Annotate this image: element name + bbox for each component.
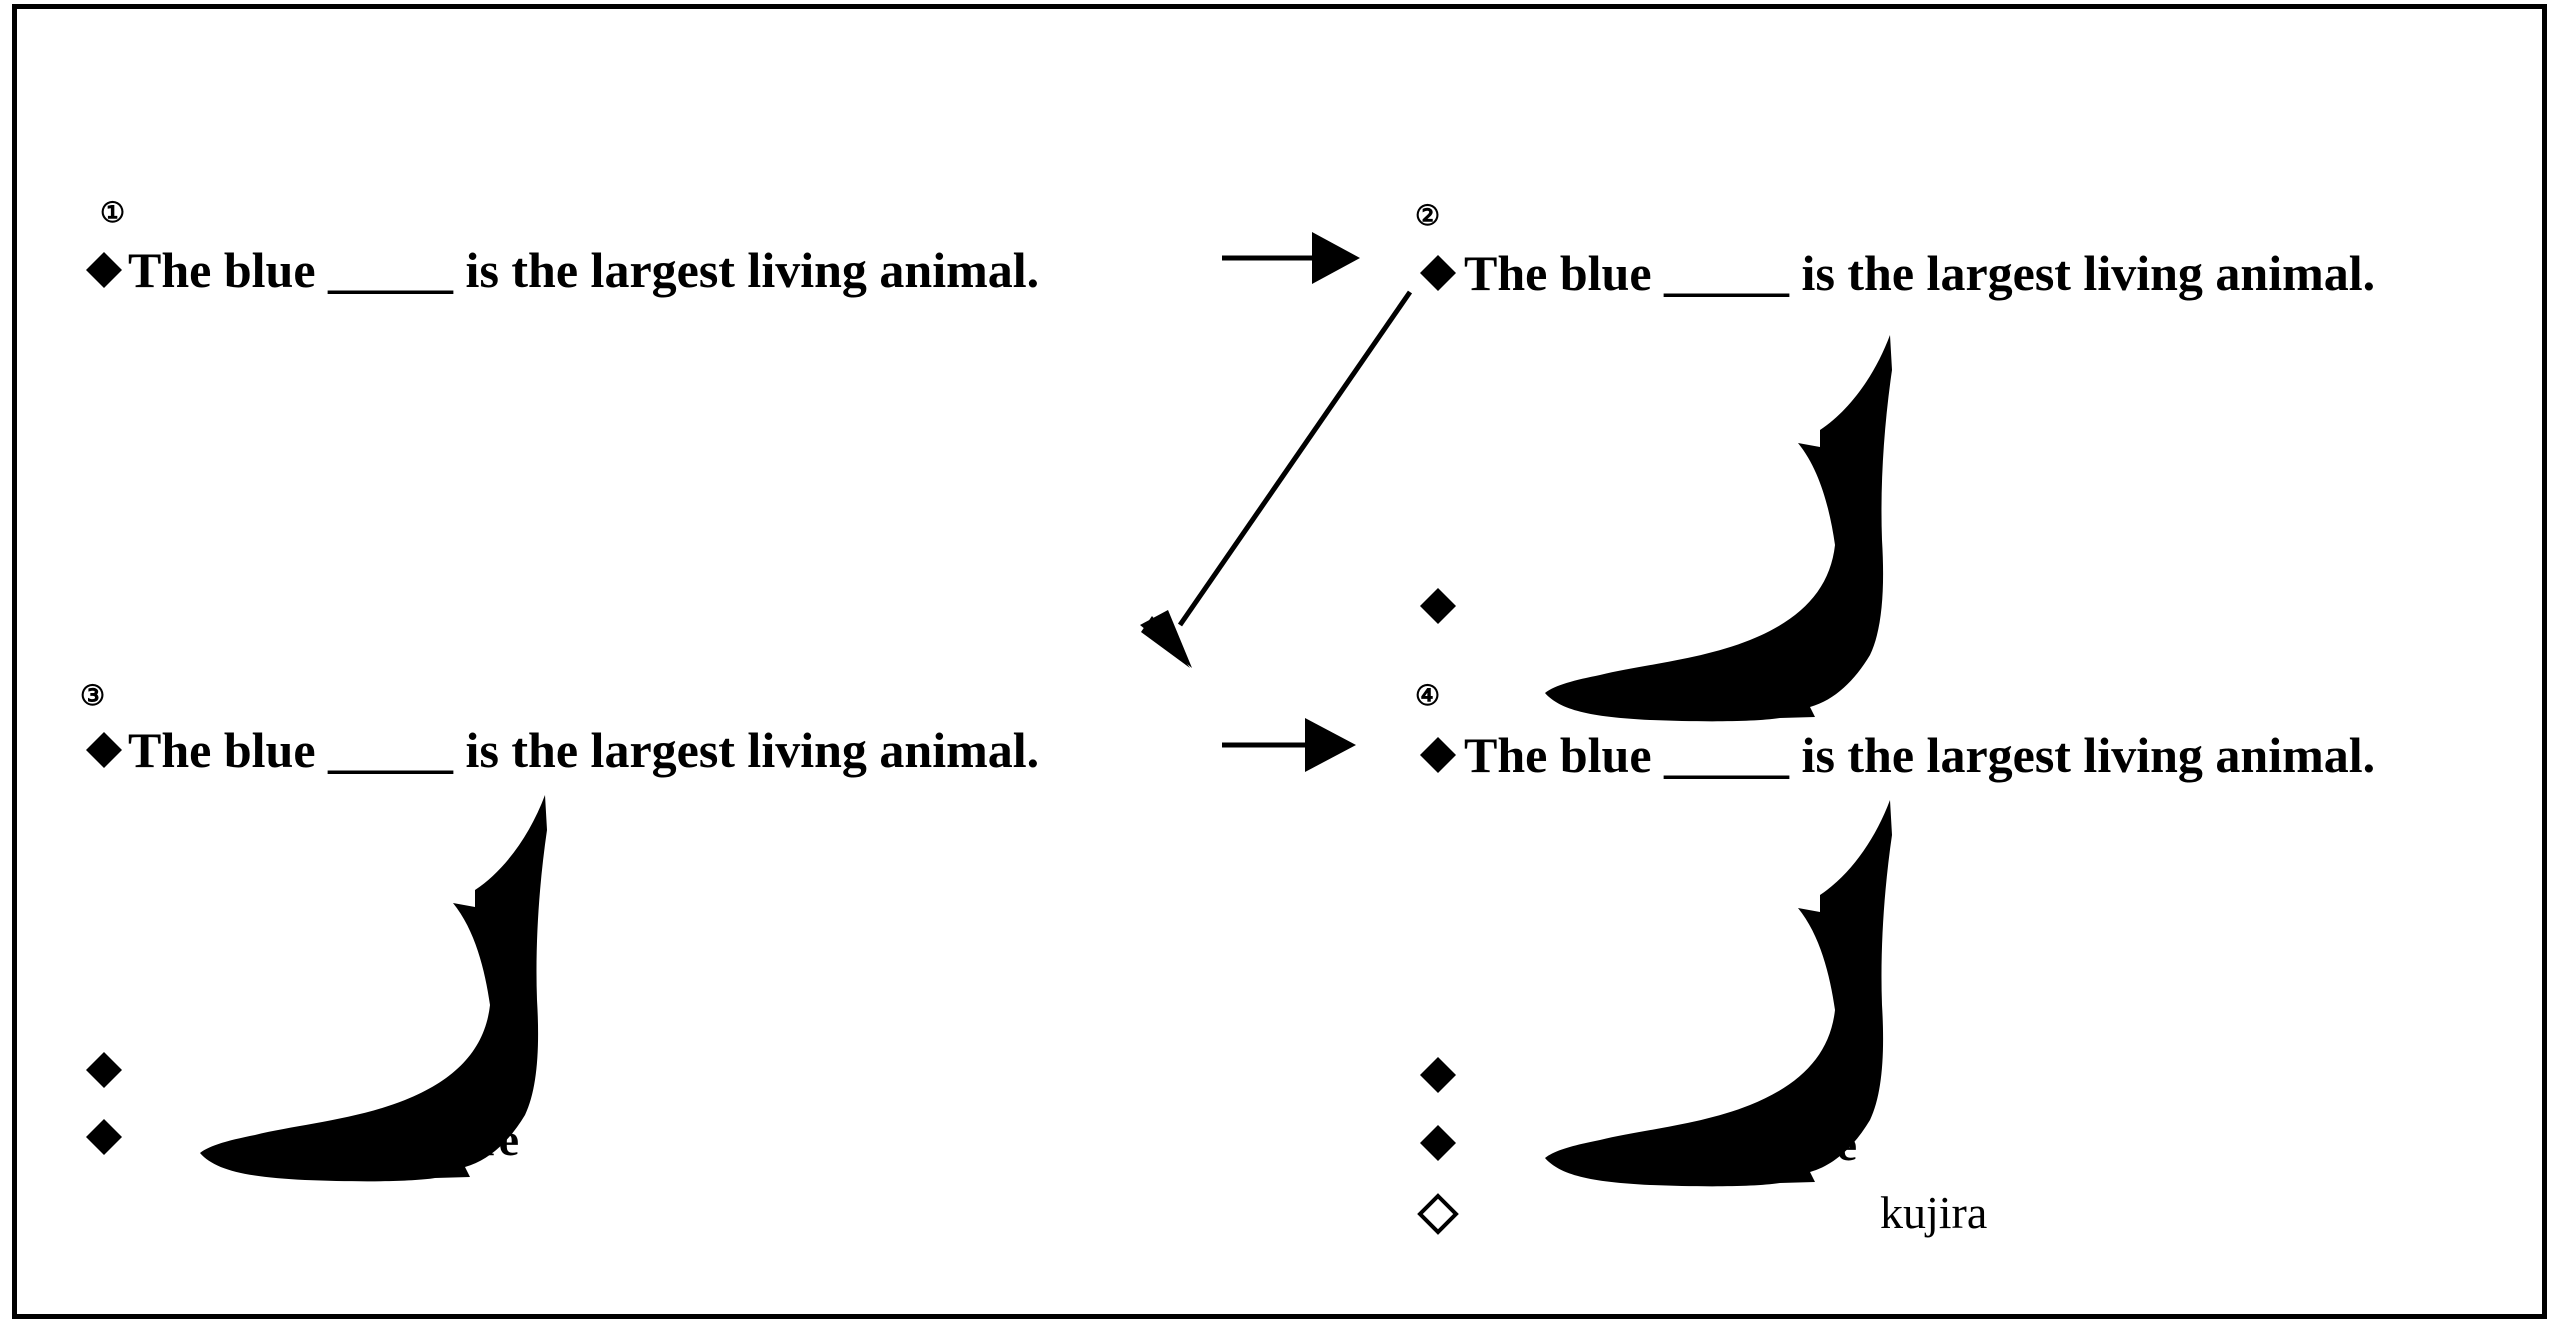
diamond-filled-icon bbox=[86, 1052, 122, 1088]
diamond-filled-icon bbox=[1420, 737, 1456, 773]
diamond-filled-icon bbox=[1420, 1125, 1456, 1161]
panel-sentence-1: The blue _____ is the largest living ani… bbox=[128, 242, 1039, 298]
panel-3: ③ The blue _____ is the largest living a… bbox=[80, 681, 1039, 1181]
panel-word-4: whale bbox=[1726, 1119, 1861, 1170]
diamond-filled-icon bbox=[1420, 588, 1456, 624]
diamond-outline-icon bbox=[1420, 1196, 1456, 1232]
panel-translation-4: kujira bbox=[1880, 1187, 1987, 1238]
diamond-filled-icon bbox=[1420, 255, 1456, 291]
panel-number-3: ③ bbox=[80, 681, 105, 712]
panel-1: ① The blue _____ is the largest living a… bbox=[86, 198, 1039, 298]
panel-word-3: whale bbox=[388, 1114, 523, 1165]
panel-sentence-2: The blue _____ is the largest living ani… bbox=[1464, 245, 2375, 301]
panel-sentence-4: The blue _____ is the largest living ani… bbox=[1464, 727, 2375, 783]
diamond-filled-icon bbox=[1420, 1057, 1456, 1093]
arrow-icon bbox=[1140, 292, 1410, 668]
diamond-filled-icon bbox=[86, 732, 122, 768]
panel-2: ② The blue _____ is the largest living a… bbox=[1415, 201, 2375, 721]
panel-number-2: ② bbox=[1415, 201, 1440, 232]
diamond-filled-icon bbox=[86, 1119, 122, 1155]
panel-sentence-3: The blue _____ is the largest living ani… bbox=[128, 722, 1039, 778]
panel-number-4: ④ bbox=[1415, 681, 1440, 712]
arrow-icon bbox=[1222, 718, 1356, 772]
arrow-icon bbox=[1222, 232, 1360, 284]
whale-silhouette-icon bbox=[1545, 335, 1892, 721]
panel-4: ④ The blue _____ is the largest living a… bbox=[1415, 681, 2375, 1238]
diamond-filled-icon bbox=[86, 252, 122, 288]
panel-number-1: ① bbox=[100, 198, 125, 229]
